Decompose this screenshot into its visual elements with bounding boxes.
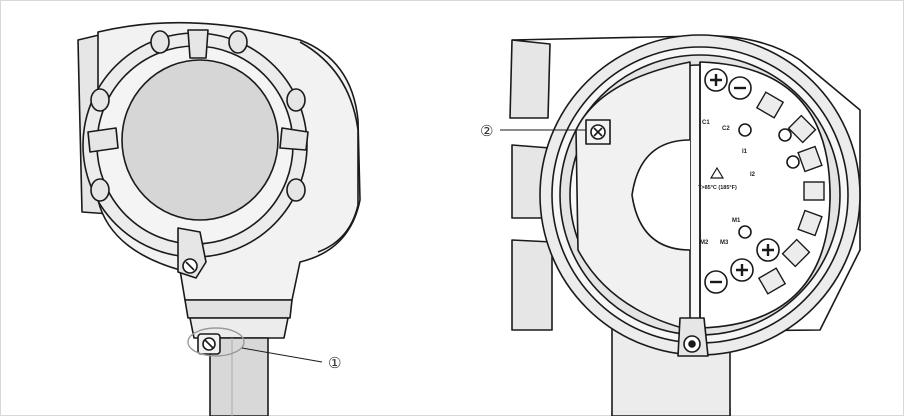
cover-lug xyxy=(90,88,110,112)
process-pipe xyxy=(209,337,269,416)
terminal-label-i2: I2 xyxy=(750,172,756,178)
terminal-screw-c2 xyxy=(738,123,752,137)
warning-icon xyxy=(709,166,725,179)
cover-lock-slot xyxy=(185,261,195,271)
terminal-label-c2: C2 xyxy=(722,126,730,132)
housing-neck xyxy=(184,299,293,319)
terminal-label-i1: I1 xyxy=(742,149,748,155)
cover-rib xyxy=(87,127,119,153)
terminal-label-c1: C1 xyxy=(702,120,710,126)
cover-lug xyxy=(90,178,110,202)
terminal-screws xyxy=(704,68,800,294)
callout-1-label: ① xyxy=(328,354,341,372)
cover-rib xyxy=(279,127,309,151)
terminal-slot xyxy=(803,181,825,201)
cover-lug xyxy=(228,30,248,54)
cable-channel xyxy=(631,139,691,251)
terminal-slot xyxy=(757,267,787,295)
plus-icon xyxy=(736,264,748,276)
terminal-slot xyxy=(797,209,823,237)
plus-icon xyxy=(710,74,722,86)
terminal-label-m3: M3 xyxy=(720,240,729,246)
conduit-boss-top xyxy=(509,39,551,119)
cover-lock-screw-hole xyxy=(688,340,696,348)
plus-icon xyxy=(762,244,774,256)
callout-1-leader xyxy=(241,347,323,363)
warning-text: T>85°C (185°F) xyxy=(698,185,737,191)
terminal-screw-right-1 xyxy=(778,128,792,142)
conduit-boss-bottom xyxy=(511,239,553,331)
cover-rib xyxy=(187,29,209,59)
cover-lug xyxy=(286,88,306,112)
terminal-label-m1: M1 xyxy=(732,218,741,224)
terminal-label-m2: M2 xyxy=(700,240,709,246)
terminal-screw-right-2 xyxy=(786,155,800,169)
terminal-screw-m1 xyxy=(738,225,752,239)
cover-window xyxy=(121,59,279,221)
housing-rear xyxy=(299,41,359,253)
terminal-slots xyxy=(755,91,825,295)
callout-1-highlight xyxy=(187,327,245,357)
ground-screw-internal-slot xyxy=(593,127,603,137)
terminal-slot xyxy=(781,238,811,268)
terminal-slot xyxy=(755,91,785,119)
ground-screw-slot xyxy=(204,339,214,349)
housing-neck-lower xyxy=(189,317,289,339)
cover-lug xyxy=(286,178,306,202)
left-housing-view xyxy=(77,21,361,416)
terminal-slot xyxy=(797,145,823,173)
cover-lug xyxy=(150,30,170,54)
terminal-slot xyxy=(787,114,817,144)
callout-2-label: ② xyxy=(480,122,493,140)
